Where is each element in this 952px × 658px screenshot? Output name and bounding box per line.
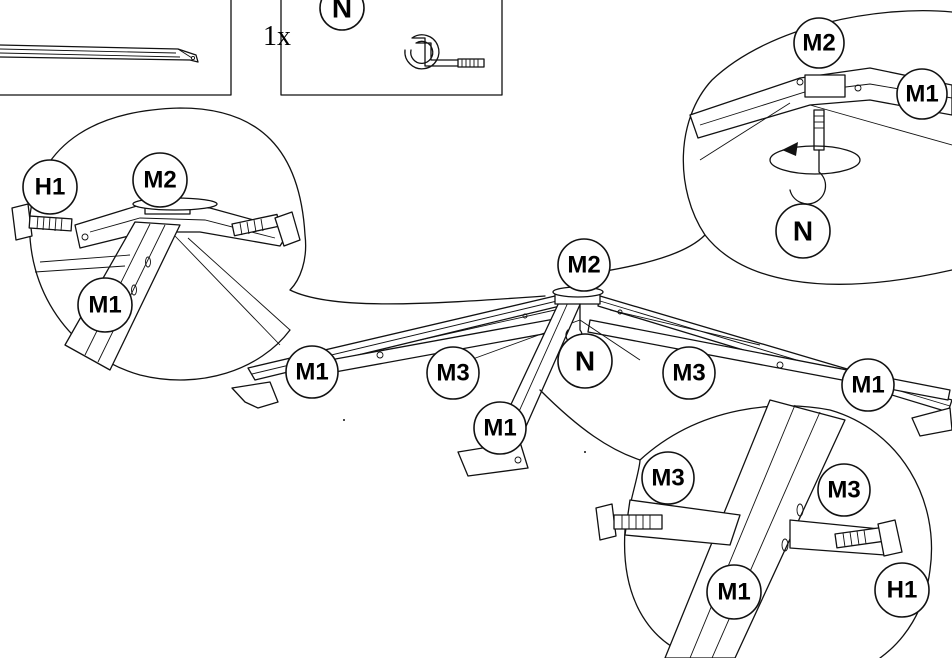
callout-n-top-right: N: [775, 203, 831, 259]
part-box-rail: [0, 0, 232, 96]
svg-text:M2: M2: [567, 252, 600, 279]
callout-m1-main-left: M1: [285, 345, 339, 399]
part-box-hook: 1x N: [263, 0, 503, 96]
svg-text:N: N: [575, 346, 595, 377]
hook-part-illustration: [404, 34, 485, 70]
callout-n-main: N: [557, 333, 613, 389]
svg-text:H1: H1: [887, 577, 918, 604]
svg-text:M2: M2: [143, 167, 176, 194]
callout-m1-main-right: M1: [841, 358, 895, 412]
main-frame-assembly: M2 M1 M3 N M3 M1 M1: [231, 238, 952, 477]
callout-h1-bottom: H1: [874, 562, 930, 618]
svg-text:M1: M1: [851, 372, 884, 399]
svg-text:M1: M1: [717, 579, 750, 606]
callout-m1-left: M1: [77, 277, 133, 333]
svg-text:H1: H1: [35, 174, 66, 201]
rail-part-illustration: [0, 44, 199, 63]
svg-text:M1: M1: [483, 415, 516, 442]
quantity-label: 1x: [263, 21, 291, 52]
svg-text:M3: M3: [672, 360, 705, 387]
svg-text:N: N: [793, 216, 813, 247]
callout-m2-main: M2: [557, 238, 611, 292]
bolt-right-bottom-detail: [834, 519, 903, 557]
svg-text:M3: M3: [436, 360, 469, 387]
svg-text:M1: M1: [88, 292, 121, 319]
callout-m1-main-bottom: M1: [473, 401, 527, 455]
bolt-right-detail: [231, 211, 301, 247]
svg-text:M1: M1: [295, 359, 328, 386]
callout-m3-main-left: M3: [426, 346, 480, 400]
detail-magnifier-left: H1 M2 M1: [11, 107, 546, 381]
callout-m3-bottom-right: M3: [817, 463, 871, 517]
part-label-circle: [319, 0, 365, 31]
svg-text:M1: M1: [905, 81, 938, 108]
svg-text:M3: M3: [651, 465, 684, 492]
callout-m1-bottom: M1: [706, 564, 762, 620]
callout-m3-bottom-left: M3: [641, 451, 695, 505]
bolt-left-detail: [11, 203, 73, 241]
bolt-left-bottom-detail: [595, 503, 663, 541]
detail-magnifier-top-right: M2 M1 N: [599, 10, 952, 285]
callout-m2-left: M2: [132, 152, 188, 208]
callout-m3-main-right: M3: [662, 346, 716, 400]
callout-h1-left: H1: [22, 159, 78, 215]
callout-m2-top-right: M2: [793, 17, 845, 69]
detail-magnifier-bottom: M3 M3 M1 H1: [539, 389, 933, 658]
hook-detail: [769, 109, 861, 205]
part-label: N: [332, 0, 352, 24]
svg-text:M3: M3: [827, 477, 860, 504]
svg-text:M2: M2: [802, 30, 835, 57]
callout-m1-top-right: M1: [896, 68, 948, 120]
